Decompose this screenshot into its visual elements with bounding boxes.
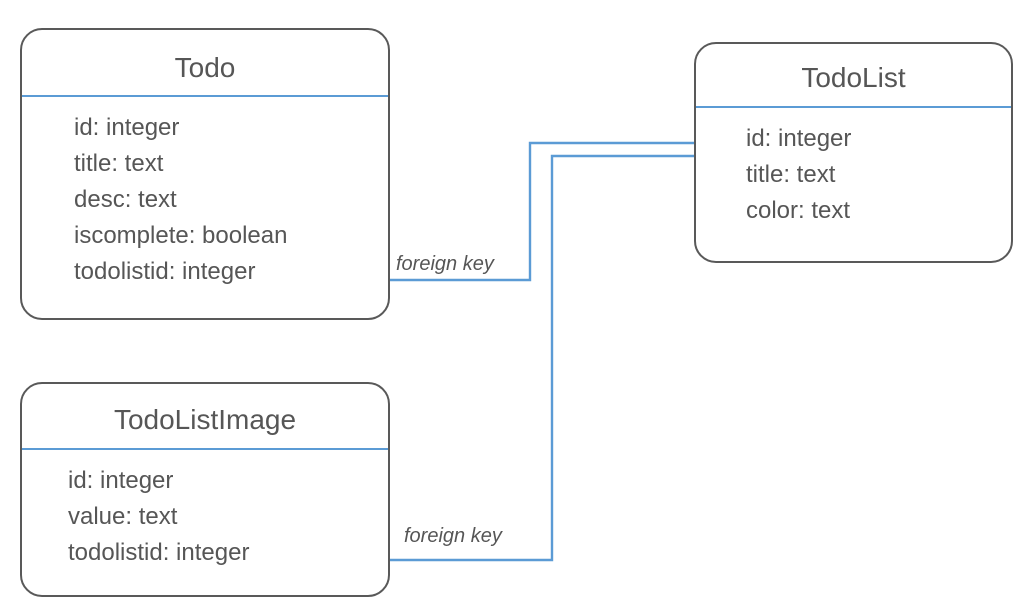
entity-divider-todo [22,95,388,97]
entity-box-todolist[interactable]: TodoList id: integer title: text color: … [694,42,1013,263]
entity-title-todolist: TodoList [801,62,906,93]
entity-field-list-todo: id: integer title: text desc: text iscom… [22,110,388,290]
entity-field: iscomplete: boolean [74,222,288,249]
entity-box-todo[interactable]: Todo id: integer title: text desc: text … [20,28,390,320]
entity-title-todolistimage: TodoListImage [113,404,297,435]
relationship-label-todolistimage-to-todolist: foreign key [400,524,506,548]
entity-divider-todolistimage [22,448,388,450]
entity-field: title: text [746,161,836,188]
entity-field-foreign-key: todolistid: integer [74,258,256,285]
entity-field-primary-key: id: integer [746,125,852,152]
entity-field-list-todolist: id: integer title: text color: text [696,121,1011,229]
entity-field: desc: text [74,186,177,213]
entity-field: value: text [68,503,178,530]
relationship-label-todo-to-todolist: foreign key [392,252,498,276]
entity-title-todo: Todo [174,52,236,83]
entity-field: id: integer [74,114,180,141]
entity-field: id: integer [68,467,174,494]
entity-divider-todolist [696,106,1011,108]
entity-box-todolistimage[interactable]: TodoListImage id: integer value: text to… [20,382,390,597]
entity-field: title: text [74,150,164,177]
entity-field: color: text [746,197,851,224]
entity-field-list-todolistimage: id: integer value: text todolistid: inte… [22,463,388,571]
entity-field-foreign-key: todolistid: integer [68,539,250,566]
